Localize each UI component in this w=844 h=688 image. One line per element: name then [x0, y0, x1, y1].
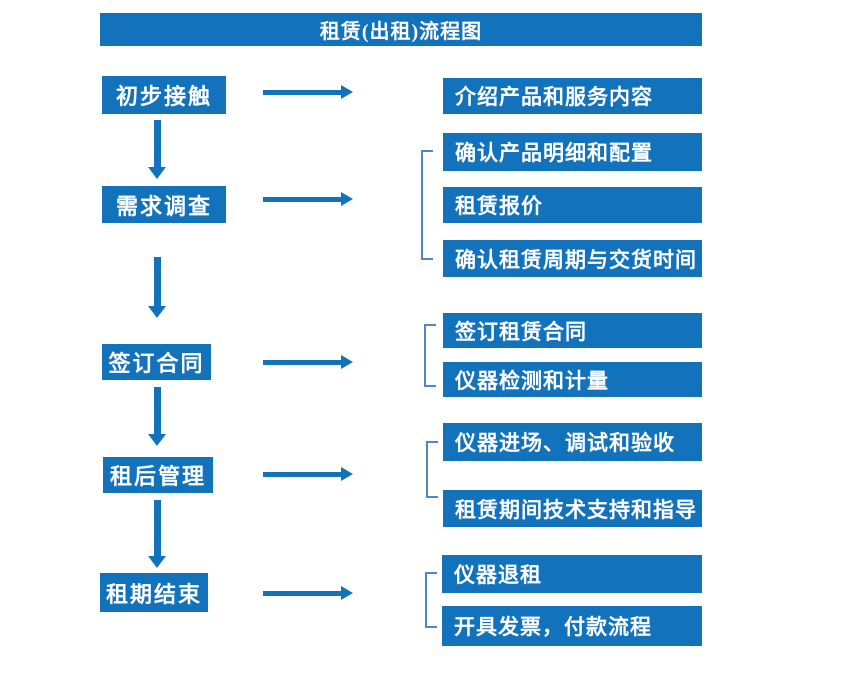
right-arrow-icon: [263, 467, 353, 481]
detail-box-confirm-product-details: 确认产品明细和配置: [443, 133, 702, 171]
group-bracket: [424, 324, 436, 387]
right-arrow-icon: [263, 355, 353, 369]
detail-box-introduce-products: 介绍产品和服务内容: [443, 78, 702, 114]
step-box-initial-contact: 初步接触: [102, 76, 226, 114]
step-box-sign-contract: 签订合同: [102, 344, 211, 380]
group-bracket: [426, 441, 438, 498]
down-arrow-icon: [148, 257, 166, 318]
detail-box-sign-rental-contract: 签订租赁合同: [443, 313, 702, 348]
detail-box-instrument-entry-acceptance: 仪器进场、调试和验收: [443, 423, 702, 461]
detail-box-rental-quote: 租赁报价: [443, 187, 702, 223]
right-arrow-icon: [263, 586, 353, 600]
flowchart-title: 租赁(出租)流程图: [100, 13, 702, 46]
detail-box-instrument-return: 仪器退租: [442, 555, 702, 593]
right-arrow-icon: [263, 192, 353, 206]
down-arrow-icon: [148, 120, 166, 179]
down-arrow-icon: [148, 387, 166, 446]
detail-box-confirm-rental-period: 确认租赁周期与交货时间: [443, 240, 702, 277]
detail-box-invoice-payment: 开具发票，付款流程: [442, 606, 702, 646]
step-box-rental-end: 租期结束: [100, 573, 208, 612]
group-bracket: [421, 150, 433, 260]
right-arrow-icon: [263, 85, 353, 99]
detail-box-instrument-inspection: 仪器检测和计量: [443, 362, 702, 397]
step-box-demand-survey: 需求调查: [102, 186, 226, 223]
group-bracket: [425, 572, 437, 628]
down-arrow-icon: [148, 500, 166, 568]
detail-box-technical-support: 租赁期间技术支持和指导: [443, 490, 702, 527]
step-box-post-rental-management: 租后管理: [103, 457, 213, 493]
